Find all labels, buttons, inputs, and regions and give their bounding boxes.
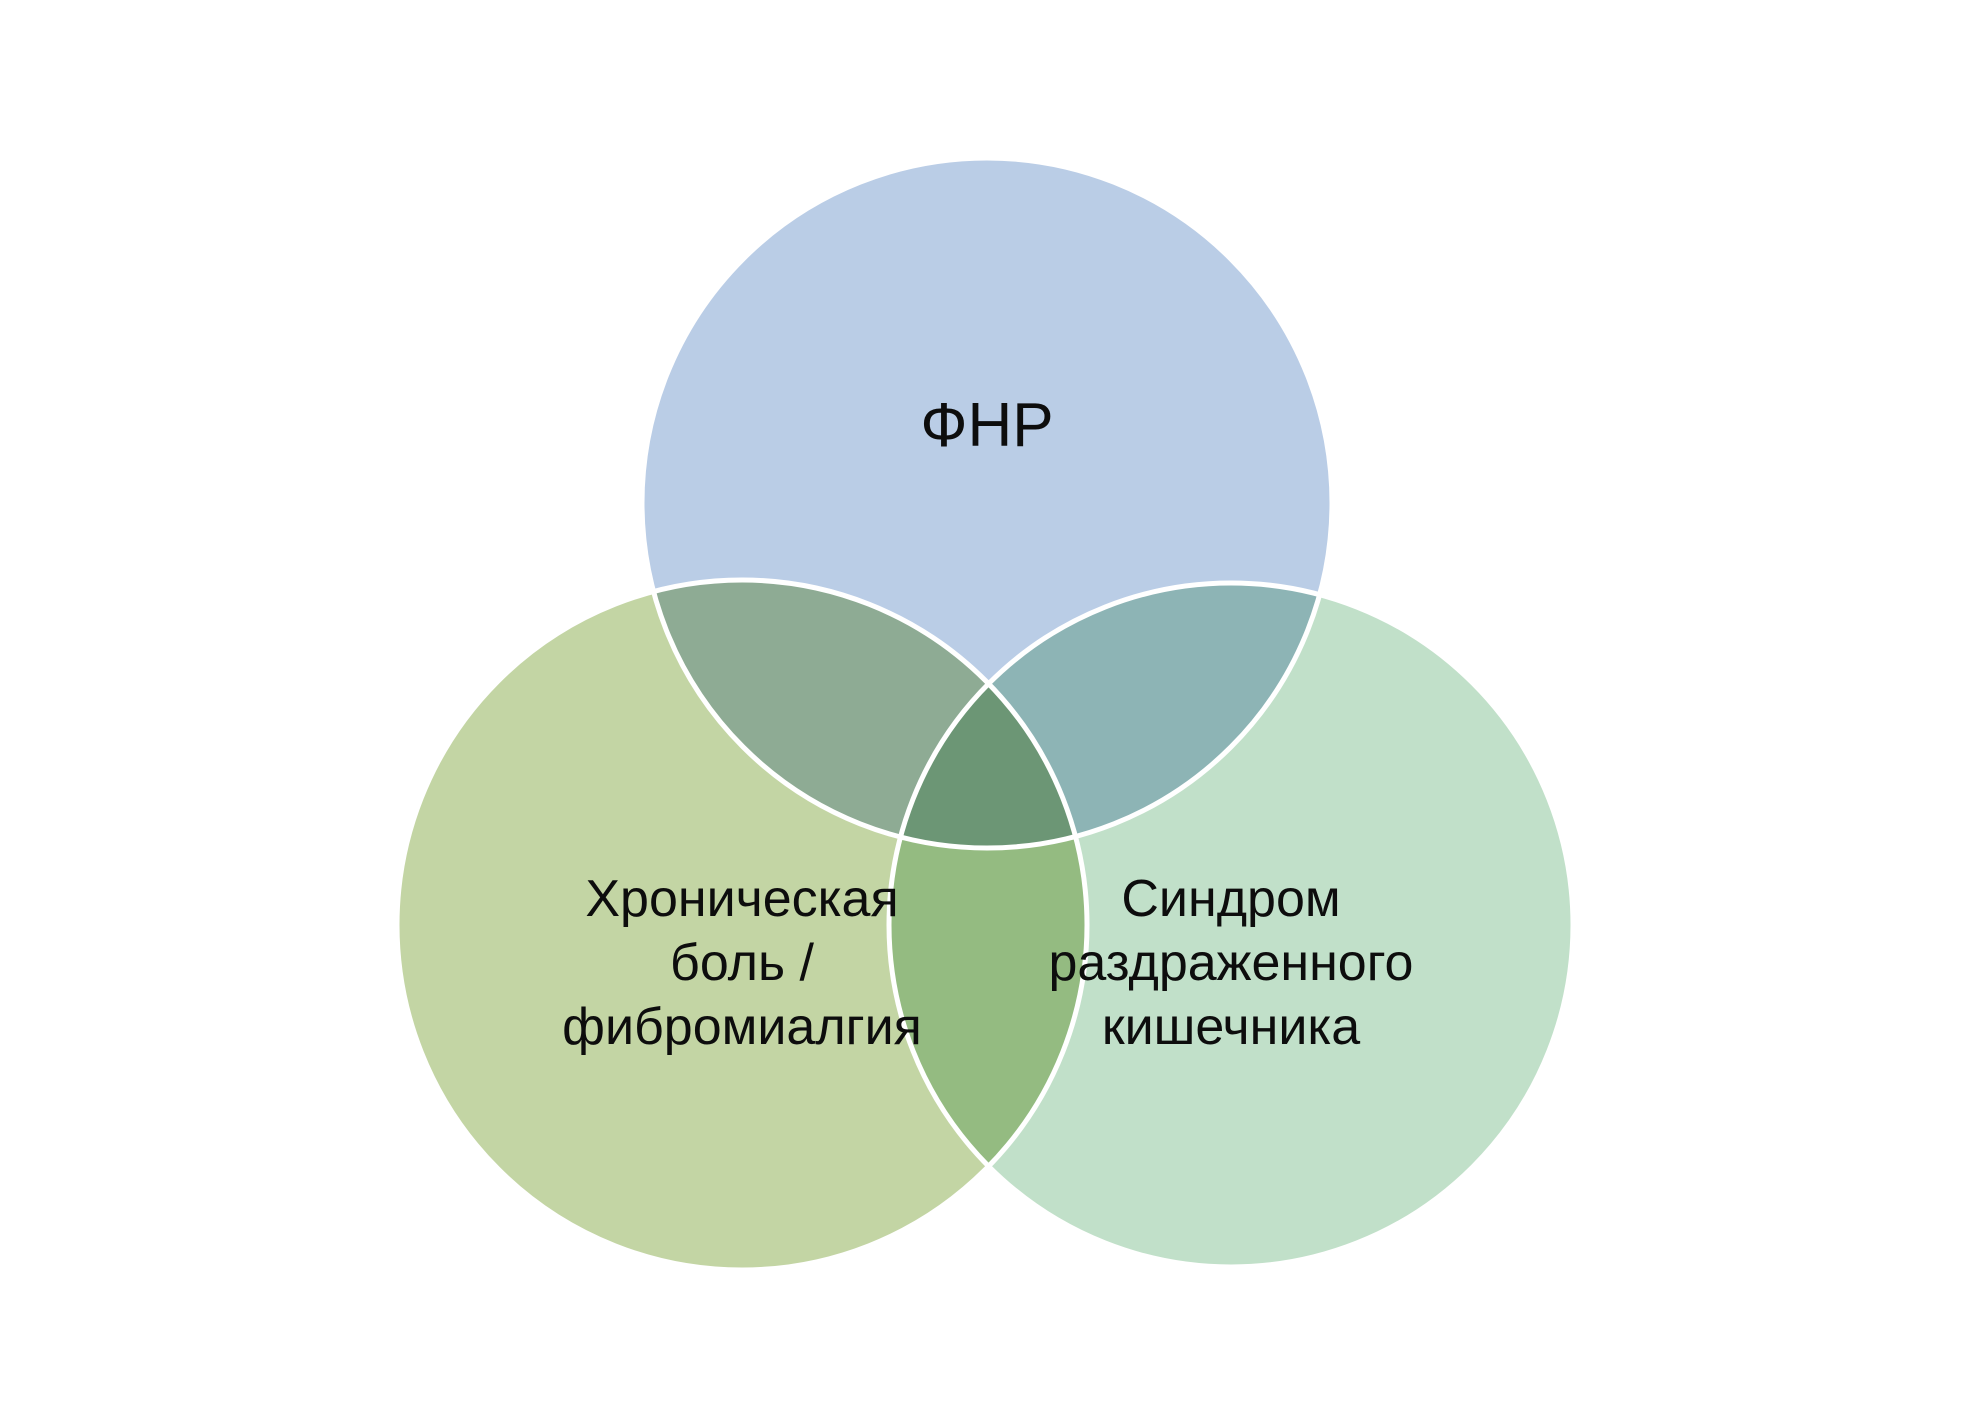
circle-outline-chronic-pain xyxy=(394,577,1090,1273)
circle-ibs[interactable] xyxy=(889,583,1573,1267)
circle-outline-ibs xyxy=(886,580,1576,1270)
circle-outline-fnr xyxy=(639,155,1335,851)
circle-chronic-pain[interactable] xyxy=(397,580,1087,1270)
venn-disc-group xyxy=(397,158,1573,1270)
venn-outline-group xyxy=(394,155,1576,1273)
